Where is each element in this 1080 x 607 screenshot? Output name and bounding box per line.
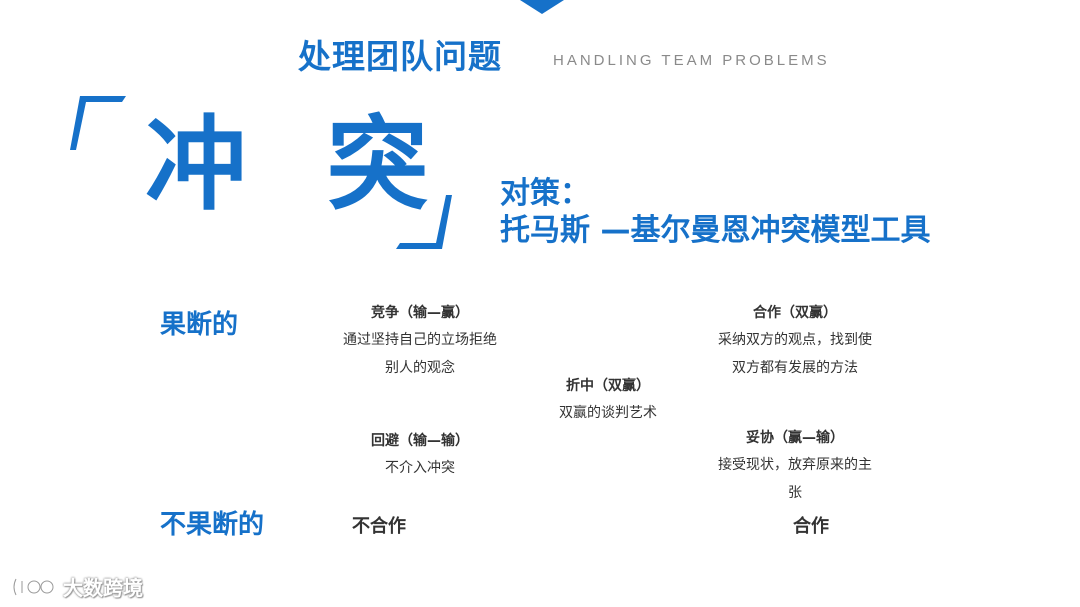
- cell-desc: 通过坚持自己的立场拒绝: [343, 332, 497, 348]
- cell-desc: 别人的观念: [385, 360, 455, 376]
- close-bracket-decoration: [396, 195, 452, 249]
- cell-accommodate: 妥协（赢—输） 接受现状，放弃原来的主 张: [695, 425, 895, 507]
- cell-desc: 张: [788, 485, 802, 501]
- cell-title: 妥协（赢—输）: [746, 430, 844, 446]
- hero-word: 冲 突: [145, 106, 451, 225]
- watermark: 大数跨境: [10, 572, 143, 601]
- strategy-label: 对策：: [500, 176, 590, 211]
- cell-desc: 双方都有发展的方法: [732, 360, 858, 376]
- top-notch-decoration: [520, 0, 564, 14]
- cell-title: 竞争（输—赢）: [371, 305, 469, 321]
- watermark-text: 大数跨境: [62, 576, 143, 600]
- cell-title: 合作（双赢）: [753, 305, 837, 321]
- cell-title: 折中（双赢）: [566, 378, 650, 394]
- y-axis-bottom-label: 不果断的: [160, 510, 265, 540]
- cell-desc: 双赢的谈判艺术: [559, 405, 657, 421]
- open-bracket-decoration: [70, 96, 126, 150]
- cell-compete: 竞争（输—赢） 通过坚持自己的立场拒绝 别人的观念: [320, 300, 520, 382]
- cell-desc: 采纳双方的观点，找到使: [718, 332, 872, 348]
- watermark-logo-icon: [12, 577, 55, 596]
- cell-avoid: 回避（输—输） 不介入冲突: [320, 428, 520, 482]
- page-subtitle: HANDLING TEAM PROBLEMS: [553, 52, 830, 69]
- x-axis-left-label: 不合作: [352, 516, 406, 537]
- x-axis-right-label: 合作: [793, 516, 829, 537]
- cell-title: 回避（输—输）: [371, 433, 469, 449]
- page-title: 处理团队问题: [298, 37, 502, 76]
- cell-desc: 接受现状，放弃原来的主: [718, 457, 872, 473]
- cell-desc: 不介入冲突: [385, 460, 455, 476]
- y-axis-top-label: 果断的: [160, 310, 239, 340]
- cell-collaborate: 合作（双赢） 采纳双方的观点，找到使 双方都有发展的方法: [695, 300, 895, 382]
- strategy-value: 托马斯 —基尔曼恩冲突模型工具: [500, 213, 931, 248]
- cell-compromise: 折中（双赢） 双赢的谈判艺术: [533, 373, 683, 427]
